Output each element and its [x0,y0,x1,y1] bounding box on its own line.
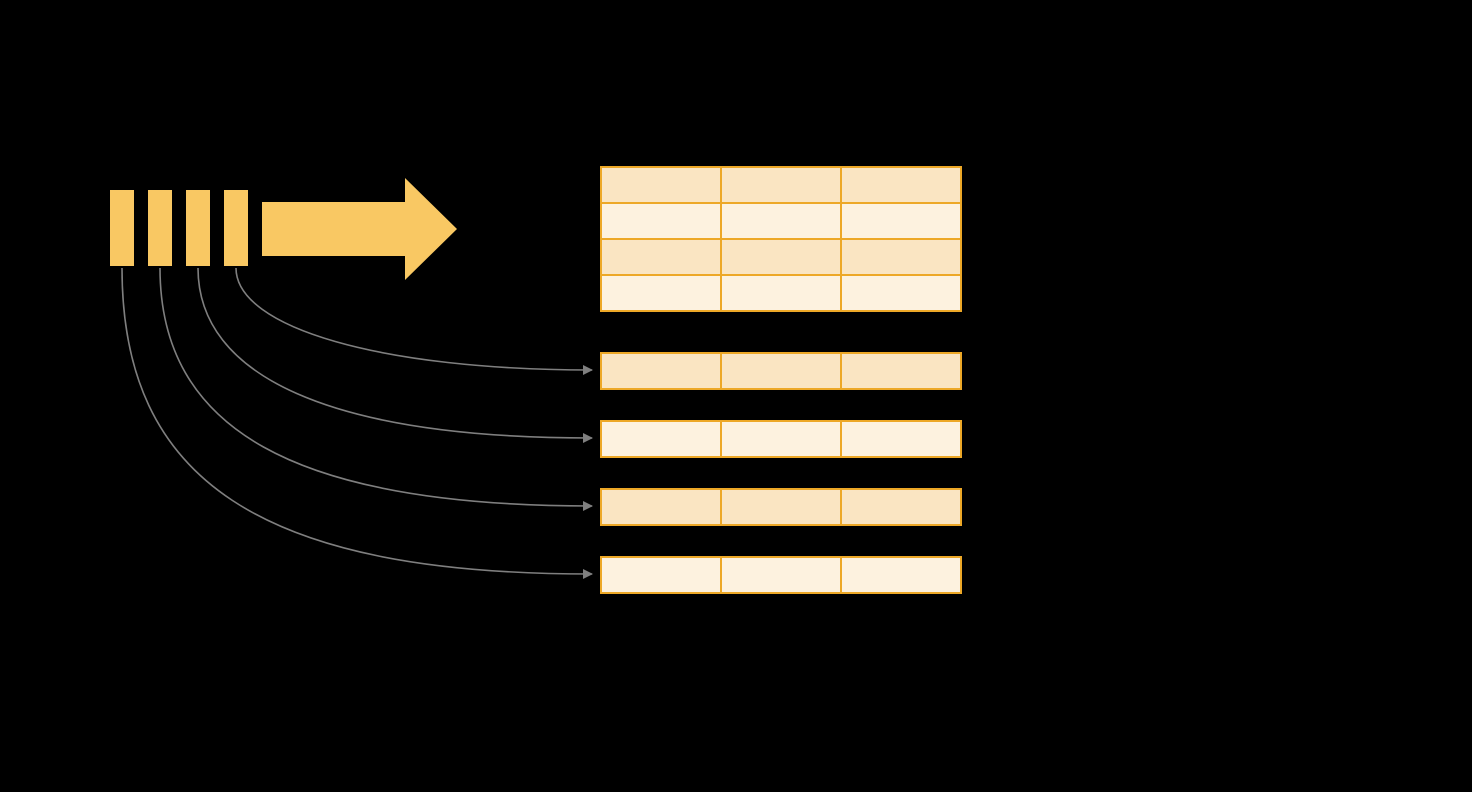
main-table-cell-r3c1 [602,240,720,274]
stream-record-bar-2 [148,190,172,266]
row-table-1 [600,352,962,390]
row-table-4-cell-1 [602,558,720,592]
stream-record-bar-3 [186,190,210,266]
flow-arrow-icon [262,178,457,280]
row-table-3-cell-1 [602,490,720,524]
main-table-cell-r2c2 [722,204,840,238]
main-table-cell-r4c2 [722,276,840,310]
connector-arrow-bar3-to-table2 [197,267,593,443]
row-table-1-cell-1 [602,354,720,388]
stream-record-bar-1 [110,190,134,266]
stream-record-bar-4 [224,190,248,266]
main-table-cell-r1c1 [602,168,720,202]
connector-arrow-bar4-to-table1 [235,267,593,375]
row-table-2-cell-2 [722,422,840,456]
row-table-4-cell-2 [722,558,840,592]
connector-arrow-bar2-to-table3 [159,267,593,511]
connector-arrow-bar1-to-table4 [121,267,593,579]
row-table-3-cell-2 [722,490,840,524]
row-table-1-cell-2 [722,354,840,388]
row-table-1-cell-3 [842,354,960,388]
row-table-3-cell-3 [842,490,960,524]
main-table-cell-r1c2 [722,168,840,202]
row-table-3 [600,488,962,526]
row-table-2-cell-3 [842,422,960,456]
main-table [600,166,962,312]
record-stream [110,190,248,266]
row-table-2-cell-1 [602,422,720,456]
main-table-cell-r3c2 [722,240,840,274]
main-table-cell-r1c3 [842,168,960,202]
main-table-cell-r3c3 [842,240,960,274]
row-table-4-cell-3 [842,558,960,592]
main-table-cell-r4c1 [602,276,720,310]
row-table-2 [600,420,962,458]
row-table-4 [600,556,962,594]
main-table-cell-r4c3 [842,276,960,310]
main-table-cell-r2c3 [842,204,960,238]
main-table-cell-r2c1 [602,204,720,238]
